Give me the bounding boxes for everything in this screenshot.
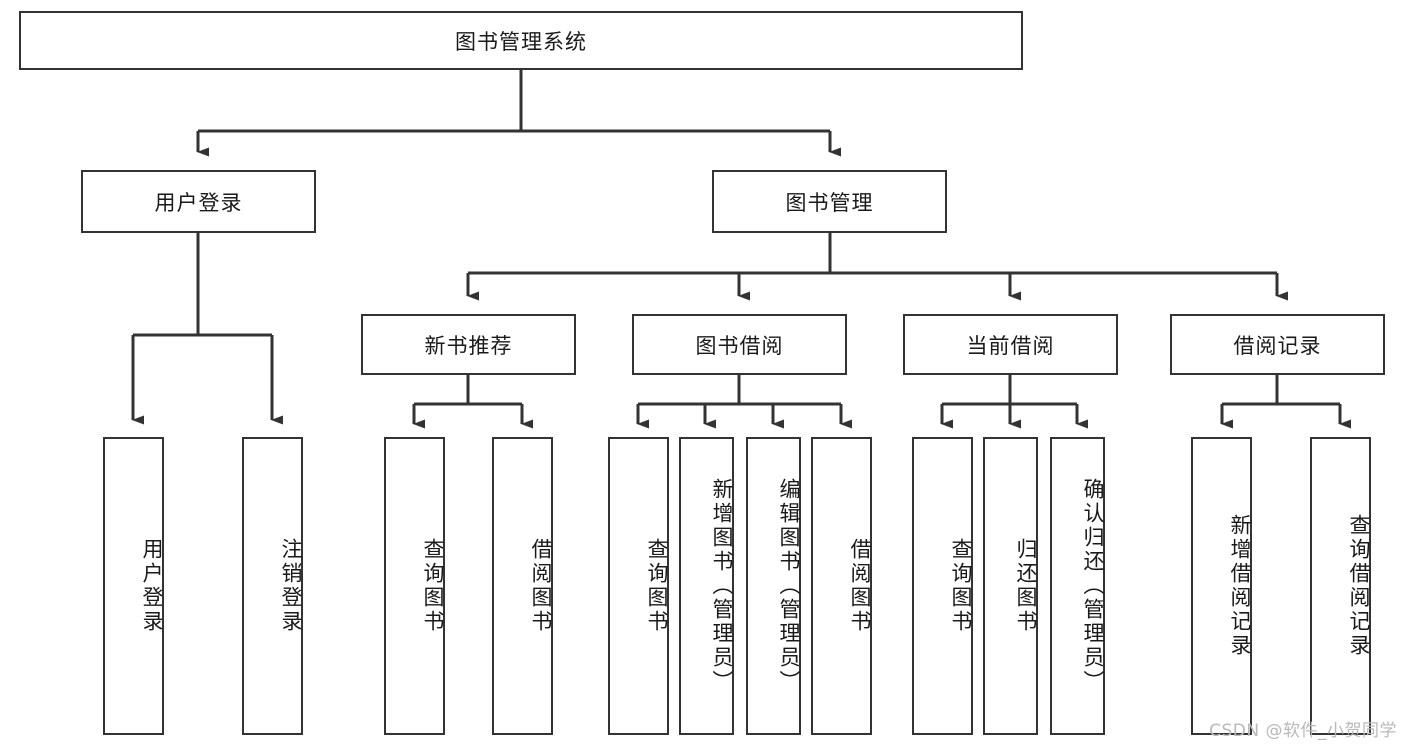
node-label: 借阅图书	[848, 538, 872, 634]
node-leaf-add-book[interactable]: 新增图书（管理员）	[679, 437, 734, 735]
node-label: 用户登录	[154, 190, 243, 215]
node-leaf-query-book-current[interactable]: 查询图书	[912, 437, 973, 735]
node-label: 图书借阅	[695, 333, 784, 358]
node-leaf-return-book[interactable]: 归还图书	[983, 437, 1038, 735]
node-label: 图书管理	[785, 190, 874, 215]
node-root-book-management-system[interactable]: 图书管理系统	[19, 11, 1023, 70]
node-label: 确认归还（管理员）	[1081, 478, 1105, 694]
node-label: 查询图书	[421, 538, 445, 634]
node-leaf-add-borrow-record[interactable]: 新增借阅记录	[1191, 437, 1252, 735]
node-user-login[interactable]: 用户登录	[81, 170, 316, 233]
node-leaf-confirm-return[interactable]: 确认归还（管理员）	[1050, 437, 1105, 735]
node-label: 编辑图书（管理员）	[777, 478, 801, 694]
node-leaf-query-book-recommend[interactable]: 查询图书	[384, 437, 445, 735]
node-leaf-query-borrow-record[interactable]: 查询借阅记录	[1310, 437, 1371, 735]
node-leaf-edit-book[interactable]: 编辑图书（管理员）	[746, 437, 801, 735]
node-book-management[interactable]: 图书管理	[712, 170, 947, 233]
node-label: 当前借阅	[966, 333, 1055, 358]
node-label: 用户登录	[140, 538, 164, 634]
node-label: 图书管理系统	[455, 29, 587, 54]
node-label: 查询借阅记录	[1347, 514, 1371, 658]
node-book-borrow[interactable]: 图书借阅	[632, 314, 847, 375]
node-borrow-record[interactable]: 借阅记录	[1170, 314, 1385, 375]
node-label: 借阅记录	[1233, 333, 1322, 358]
node-label: 查询图书	[949, 538, 973, 634]
node-label: 借阅图书	[529, 538, 553, 634]
node-new-book-recommend[interactable]: 新书推荐	[361, 314, 576, 375]
node-leaf-borrow-book[interactable]: 借阅图书	[811, 437, 872, 735]
node-leaf-user-login[interactable]: 用户登录	[103, 437, 164, 735]
node-label: 新增借阅记录	[1228, 514, 1252, 658]
node-leaf-borrow-book-recommend[interactable]: 借阅图书	[492, 437, 553, 735]
node-label: 归还图书	[1014, 538, 1038, 634]
node-label: 注销登录	[279, 538, 303, 634]
node-label: 新书推荐	[424, 333, 513, 358]
watermark: CSDN @软件_小贺同学	[1209, 721, 1397, 741]
node-current-borrow[interactable]: 当前借阅	[903, 314, 1118, 375]
node-label: 查询图书	[645, 538, 669, 634]
node-leaf-query-book-borrow[interactable]: 查询图书	[608, 437, 669, 735]
node-leaf-user-logout[interactable]: 注销登录	[242, 437, 303, 735]
node-label: 新增图书（管理员）	[710, 478, 734, 694]
